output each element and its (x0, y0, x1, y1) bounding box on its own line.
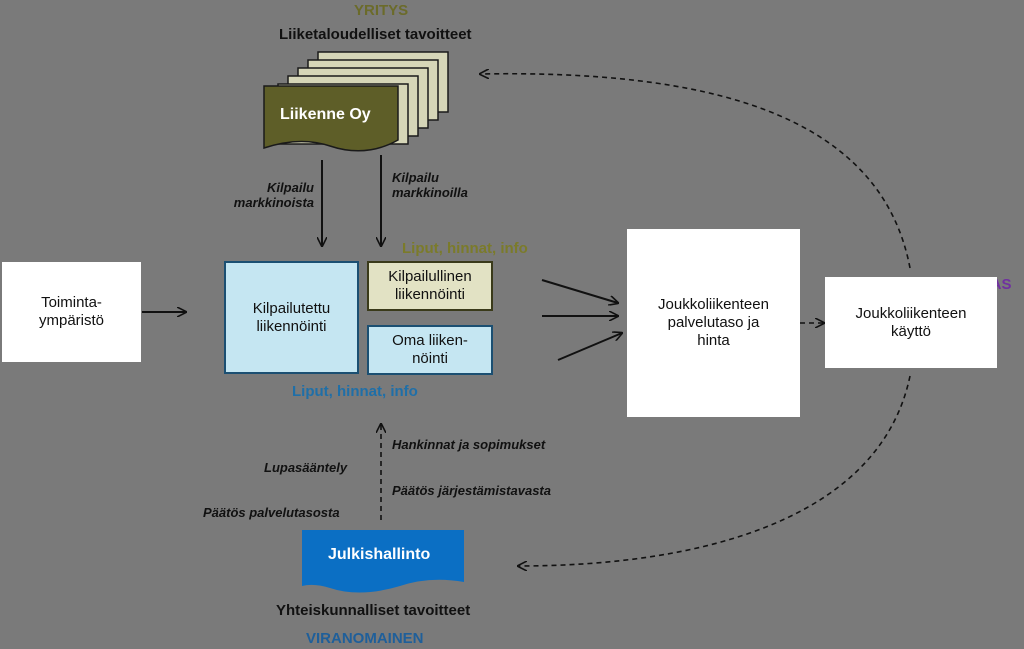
arrow-usage-to-company (480, 74, 911, 269)
own-box: Oma liiken- nöinti (367, 325, 493, 375)
arrow-own-to-service (557, 333, 622, 361)
competition-left-label: Kilpailu markkinoista (233, 180, 314, 210)
company-stack (263, 51, 449, 152)
service-label: Joukkoliikenteen palvelutaso ja hinta (658, 296, 769, 349)
licensing-label: Lupasääntely (264, 460, 348, 475)
usage-box: Joukkoliikenteen käyttö (825, 277, 997, 368)
company-name-label: Liikenne Oy (280, 106, 371, 123)
procurement-label: Hankinnat ja sopimukset (392, 437, 546, 452)
authority-box (302, 530, 464, 593)
company-box (263, 85, 399, 152)
company-role-label: YRITYS (354, 2, 409, 19)
organizer-decision-label: Päätös järjestämistavasta (392, 483, 551, 498)
competitive-label: Kilpailullinen liikennöinti (388, 268, 472, 303)
arrow-competitive-to-service (541, 279, 618, 303)
tendered-box: Kilpailutettu liikennöinti (224, 261, 359, 374)
environment-label: Toiminta- ympäristö (38, 294, 105, 329)
own-label: Oma liiken- nöinti (392, 332, 468, 367)
company-goals-label: Liiketaloudelliset tavoitteet (279, 26, 472, 43)
service-decision-label: Päätös palvelutasosta (203, 505, 340, 520)
tendered-label: Kilpailutettu liikennöinti (252, 299, 331, 335)
authority-role-label: VIRANOMAINEN (306, 630, 424, 647)
usage-label: Joukkoliikenteen käyttö (855, 304, 967, 340)
environment-box: Toiminta- ympäristö (2, 262, 141, 362)
service-box: Joukkoliikenteen palvelutaso ja hinta (627, 229, 800, 417)
arrow-usage-to-authority (518, 375, 911, 566)
authority-goals-label: Yhteiskunnalliset tavoitteet (276, 602, 471, 619)
authority-name-label: Julkishallinto (328, 546, 431, 563)
tickets-bottom-label: Liput, hinnat, info (292, 383, 418, 400)
competitive-box: Kilpailullinen liikennöinti (367, 261, 493, 311)
competition-right-label: Kilpailu markkinoilla (392, 170, 468, 200)
tickets-top-label: Liput, hinnat, info (402, 240, 528, 257)
